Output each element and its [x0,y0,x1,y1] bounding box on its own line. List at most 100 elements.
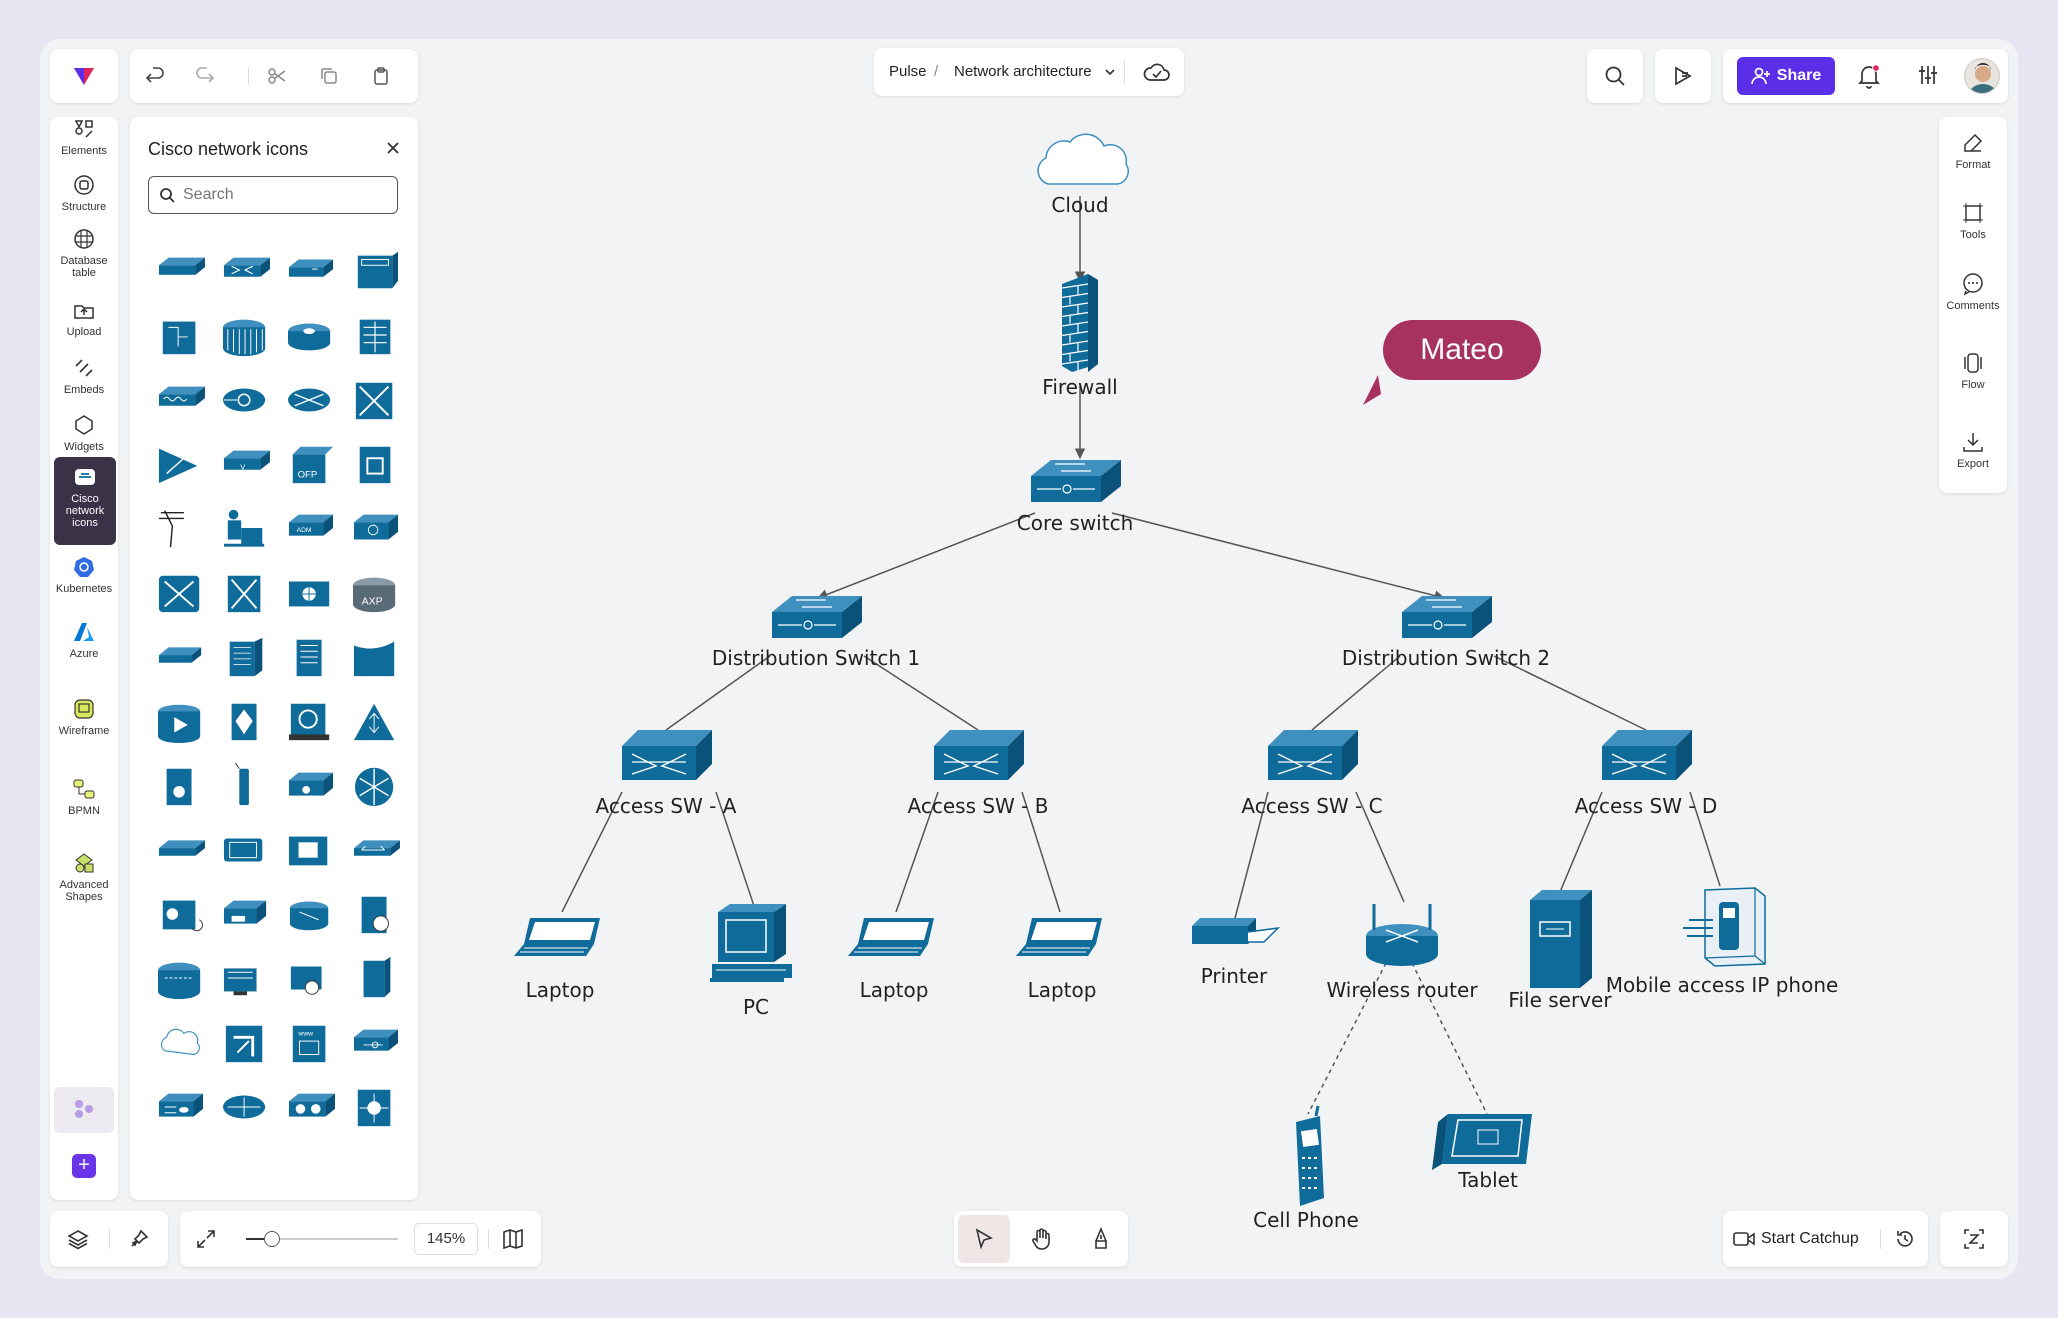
cisco-shape-tile[interactable] [278,560,343,624]
rail-item-bpmn[interactable]: BPMN [50,769,118,825]
node-swC[interactable]: Access SW - C [1241,730,1383,818]
cisco-shape-tile[interactable] [213,625,278,689]
cisco-shape-tile[interactable] [278,368,343,432]
right-rail-format[interactable]: Format [1939,131,2007,171]
cisco-shape-tile[interactable] [148,882,213,946]
cloud-sync-icon[interactable] [1142,60,1172,84]
undo-icon[interactable] [138,59,172,93]
cisco-shape-tile[interactable] [213,368,278,432]
cisco-shape-tile[interactable] [148,239,213,303]
cisco-shape-tile[interactable] [213,818,278,882]
cisco-shape-tile[interactable] [278,946,343,1010]
cisco-shape-tile[interactable] [278,239,343,303]
fit-screen-icon[interactable] [196,1229,216,1249]
cisco-shape-tile[interactable] [213,496,278,560]
cisco-shape-tile[interactable] [148,946,213,1010]
zoom-track[interactable] [246,1238,398,1240]
cisco-shape-tile[interactable] [213,946,278,1010]
node-lap2[interactable]: Laptop [848,918,934,1002]
edge-dist2-swD[interactable] [1493,655,1647,731]
cisco-shape-tile[interactable] [148,432,213,496]
cisco-shape-tile[interactable] [278,882,343,946]
cisco-shape-tile[interactable] [343,753,408,817]
rail-item-database-table[interactable]: Database table [50,219,118,279]
cisco-shape-tile[interactable] [213,303,278,367]
avatar[interactable] [1964,58,2000,94]
breadcrumb-document[interactable]: Network architecture [954,63,1092,80]
cisco-shape-tile[interactable] [278,753,343,817]
cisco-shape-tile[interactable] [213,560,278,624]
cisco-shape-tile[interactable] [343,239,408,303]
cisco-shape-tile[interactable] [343,689,408,753]
rail-item-azure[interactable]: Azure [50,612,118,668]
cisco-shape-tile[interactable] [343,1011,408,1075]
cisco-shape-tile[interactable] [148,625,213,689]
node-lap3[interactable]: Laptop [1016,918,1102,1002]
edge-swD-fserver[interactable] [1559,791,1603,893]
bell-icon[interactable] [1857,63,1881,89]
cisco-shape-tile[interactable] [148,560,213,624]
cisco-shape-tile[interactable] [278,625,343,689]
cisco-shape-tile[interactable] [278,303,343,367]
cisco-shape-tile[interactable] [213,882,278,946]
paste-icon[interactable] [364,59,398,93]
cisco-shape-tile[interactable] [148,1011,213,1075]
node-swB[interactable]: Access SW - B [908,730,1049,818]
edge-swA-lap1[interactable] [561,791,623,913]
cisco-shape-tile[interactable]: ADM [278,496,343,560]
cisco-shape-tile[interactable]: www [278,1011,343,1075]
node-fserver[interactable]: File server [1508,890,1612,1012]
logo-button[interactable] [50,49,118,103]
right-rail-tools[interactable]: Tools [1939,201,2007,241]
present-button[interactable] [1655,49,1711,103]
map-icon[interactable] [502,1228,524,1250]
edge-swB-lap3[interactable] [1021,791,1061,913]
redo-icon[interactable] [188,59,222,93]
cisco-shape-tile[interactable] [148,368,213,432]
rail-item-elements[interactable]: Elements [50,117,118,163]
zoom-value-box[interactable]: 145% [414,1223,478,1255]
node-ipphone[interactable]: Mobile access IP phone [1606,887,1839,997]
edge-swB-lap2[interactable] [895,791,939,913]
chevron-down-icon[interactable] [1104,67,1116,77]
right-rail-export[interactable]: Export [1939,430,2007,470]
node-dist1[interactable]: Distribution Switch 1 [712,596,920,670]
cisco-shape-tile[interactable] [343,625,408,689]
node-lap1[interactable]: Laptop [514,918,600,1002]
edge-swA-pc[interactable] [715,791,757,913]
rail-item-more[interactable] [54,1087,114,1133]
cisco-shape-tile[interactable] [213,1075,278,1139]
cisco-shape-tile[interactable]: V [213,432,278,496]
node-printer[interactable]: Printer [1192,918,1281,988]
node-pc[interactable]: PC [710,904,792,1019]
cisco-shape-tile[interactable] [278,818,343,882]
edge-swC-printer[interactable] [1233,791,1269,923]
pin-icon[interactable] [128,1228,150,1250]
edge-dist2-swC[interactable] [1311,655,1401,731]
node-swD[interactable]: Access SW - D [1575,730,1718,818]
cisco-shape-tile[interactable] [148,689,213,753]
history-icon[interactable] [1895,1229,1915,1249]
cisco-shape-tile[interactable] [213,1011,278,1075]
cisco-shape-tile[interactable] [343,496,408,560]
rail-item-cisco-network-icons[interactable]: Cisco network icons [54,457,116,545]
share-button[interactable]: Share [1737,57,1835,95]
edge-swC-wrouter[interactable] [1355,791,1405,903]
add-panel-button[interactable]: + [72,1154,96,1178]
cisco-shape-tile[interactable] [148,303,213,367]
node-firewall[interactable]: Firewall [1042,274,1118,399]
cisco-shape-tile[interactable] [343,303,408,367]
edge-core-dist2[interactable] [1111,512,1446,601]
zen-mode-button[interactable] [1940,1211,2008,1267]
node-cell[interactable]: Cell Phone [1253,1105,1359,1232]
edge-core-dist1[interactable] [817,512,1036,600]
cisco-shape-tile[interactable] [343,1075,408,1139]
cisco-shape-tile[interactable] [148,1075,213,1139]
search-box[interactable] [148,176,398,214]
settings-sliders-icon[interactable] [1917,64,1939,86]
node-wrouter[interactable]: Wireless router [1326,904,1478,1002]
node-tablet[interactable]: Tablet [1432,1114,1532,1192]
rail-item-wireframe[interactable]: Wireframe [50,689,118,749]
layers-icon[interactable] [67,1228,89,1250]
node-core[interactable]: Core switch [1017,460,1134,535]
